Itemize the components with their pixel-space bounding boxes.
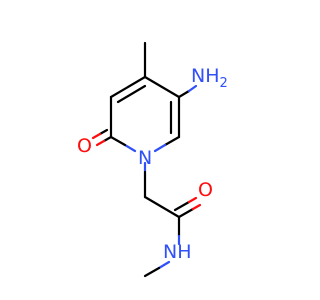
bond-c4-c5 — [143, 75, 181, 99]
bond-co-black-b — [173, 200, 191, 212]
amide-oxygen-label: O — [198, 179, 213, 201]
bond-c2-o-red-a — [95, 139, 106, 147]
bond-n-ch3-blue — [157, 260, 171, 270]
bond-n1-c2-blue — [123, 143, 137, 153]
bond-c2-o-red-b — [91, 132, 102, 140]
bond-n-ch3-black — [143, 266, 161, 278]
bond-co-red-a — [191, 203, 202, 211]
bond-co-black-a — [177, 207, 195, 219]
structure-drawing: NH2 N O O NH — [77, 41, 228, 278]
bond-c6-n1-black — [163, 135, 181, 147]
bond-c5-nh2-blue — [187, 84, 198, 93]
bonds — [91, 41, 202, 278]
molecule-canvas: NH2 N O O NH — [77, 41, 228, 278]
bond-ch2-co — [143, 195, 181, 219]
atom-labels: NH2 N O O NH — [77, 65, 228, 263]
amino-group-label: NH2 — [191, 65, 228, 91]
ring-oxygen-label: O — [77, 135, 92, 157]
bond-c2-o-black-b — [98, 128, 109, 136]
amide-nitrogen-label: NH — [163, 241, 192, 263]
bond-c3-c4-inner — [116, 84, 147, 104]
bond-c2-o-black-a — [102, 135, 113, 143]
bond-n1-c2-black — [109, 135, 127, 147]
bond-co-red-b — [187, 196, 198, 204]
bond-c6-n1-blue — [153, 143, 167, 153]
bond-c3-c4 — [109, 75, 147, 99]
ring-nitrogen-label: N — [138, 147, 152, 169]
bond-c5-nh2-black — [177, 89, 191, 99]
